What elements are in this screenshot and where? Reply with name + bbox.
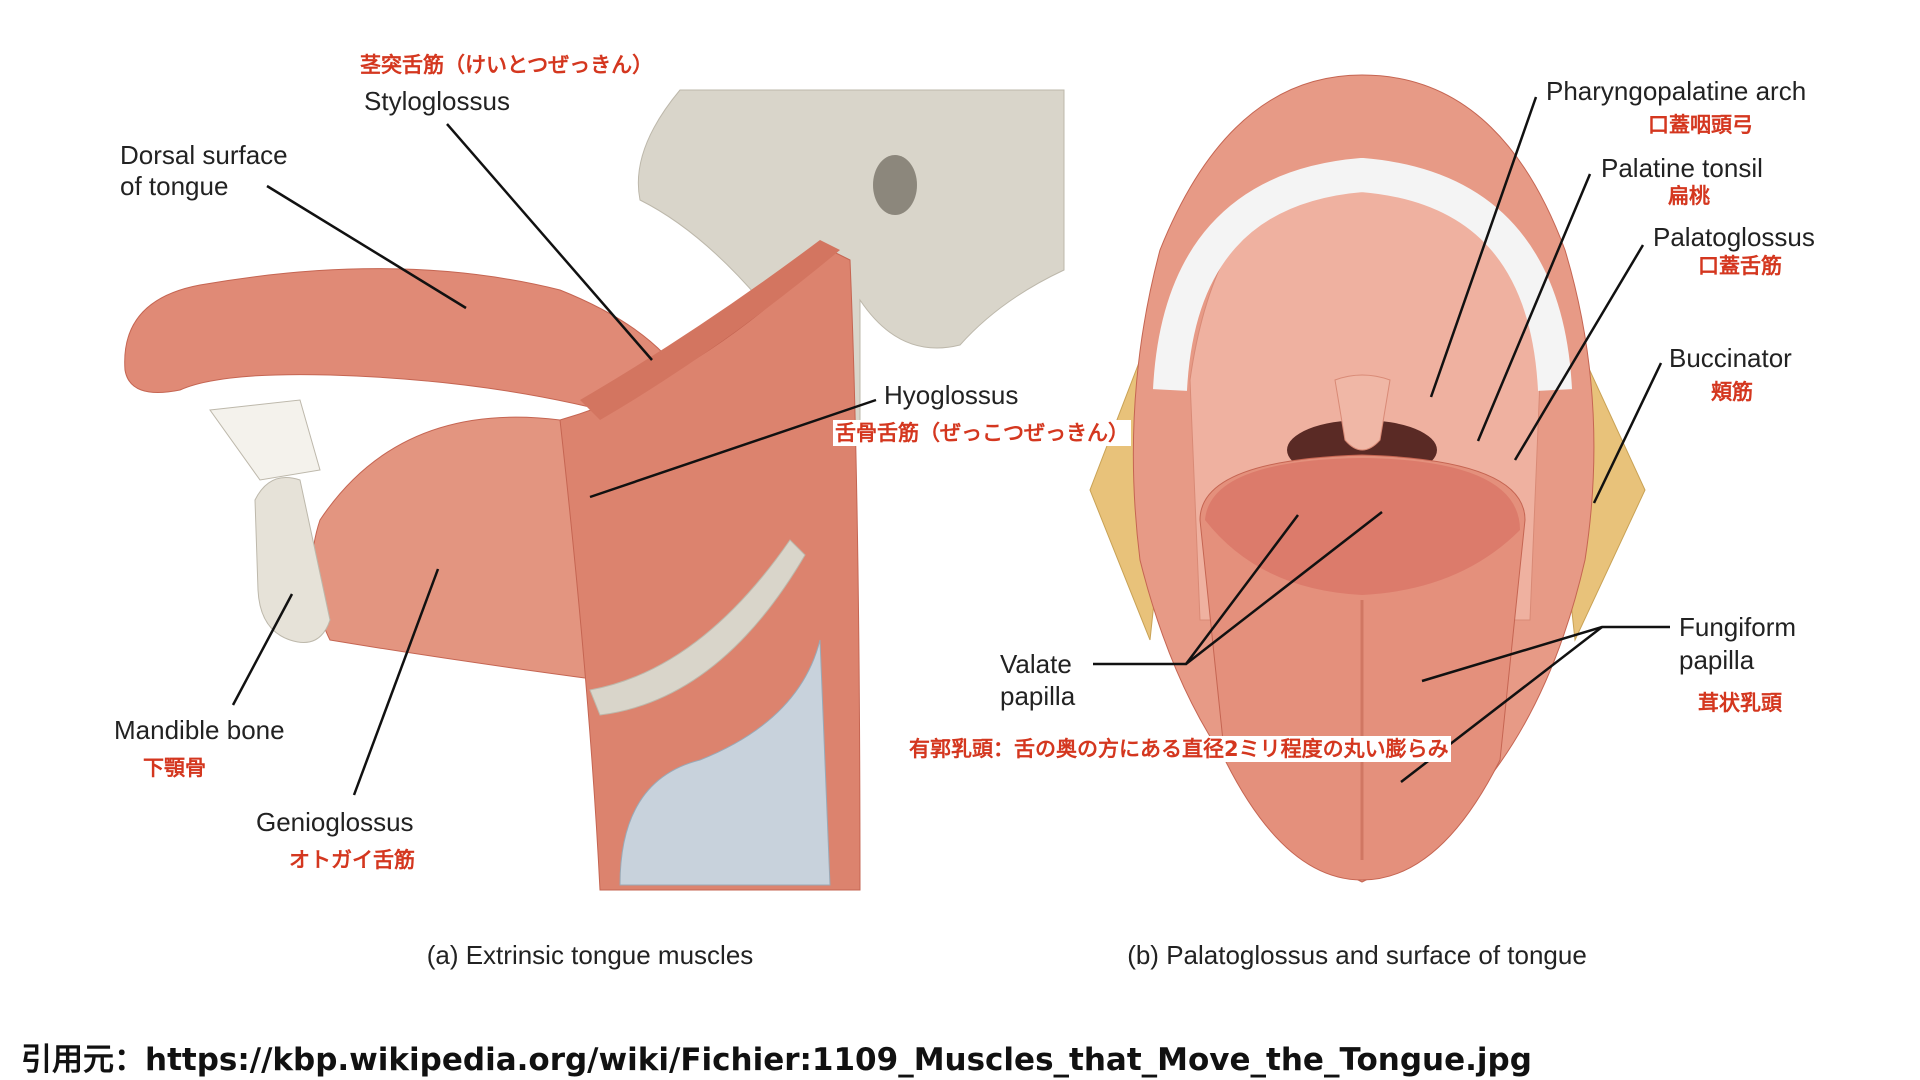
leader-lines <box>231 96 1670 796</box>
valate-papilla-label-line1: Valate <box>1000 649 1072 679</box>
panel-a-caption: (a) Extrinsic tongue muscles <box>426 940 754 970</box>
palatoglossus-label: Palatoglossus <box>1653 222 1815 252</box>
buccinator-jp-label: 頬筋 <box>1711 380 1753 404</box>
upper-teeth <box>1153 157 1572 391</box>
mandible <box>254 477 331 643</box>
palatine-tonsil-jp-label: 扁桃 <box>1668 184 1710 208</box>
ear-canal <box>873 155 917 215</box>
pharyngopalatine-arch-label: Pharyngopalatine arch <box>1546 76 1807 106</box>
palatoglossus-jp-label: 口蓋舌筋 <box>1698 254 1782 278</box>
citation-text: 引用元：https://kbp.wikipedia.org/wiki/Fichi… <box>21 1042 1532 1078</box>
larynx-cartilage <box>619 639 831 886</box>
buccinator-label: Buccinator <box>1669 343 1792 373</box>
valate-papilla-label-line2: papilla <box>1000 681 1076 711</box>
mouth-illustration <box>1089 74 1646 883</box>
fungiform-papilla-jp-label: 茸状乳頭 <box>1698 691 1782 715</box>
extrinsic-muscles-illustration <box>124 89 1065 891</box>
dorsal-surface-label-line2: of tongue <box>120 171 229 201</box>
dorsal-surface-label-line1: Dorsal surface <box>120 140 288 170</box>
styloglossus-jp-label: 茎突舌筋（けいとつぜっきん） <box>360 53 654 77</box>
hyoid-bone <box>589 539 806 716</box>
styloglossus-muscle <box>580 240 840 420</box>
genioglossus-jp-label: オトガイ舌筋 <box>289 848 415 872</box>
hyoglossus-jp-label: 舌骨舌筋（ぜっこつぜっきん） <box>833 420 1131 446</box>
hyoglossus-label: Hyoglossus <box>884 380 1019 410</box>
teeth <box>209 399 321 481</box>
palatine-tonsil-label: Palatine tonsil <box>1601 153 1763 183</box>
mandible-jp-label: 下顎骨 <box>143 756 206 780</box>
fungiform-papilla-label-line2: papilla <box>1679 645 1755 675</box>
valate-papilla-jp-label: 有郭乳頭：舌の奥の方にある直径2ミリ程度の丸い膨らみ <box>907 736 1451 762</box>
panel-b-caption: (b) Palatoglossus and surface of tongue <box>1127 940 1587 970</box>
pharyngopalatine-arch-jp-label: 口蓋咽頭弓 <box>1648 113 1753 137</box>
uvula <box>1334 374 1391 451</box>
genioglossus-label: Genioglossus <box>256 807 414 837</box>
styloglossus-label: Styloglossus <box>364 86 510 116</box>
fungiform-papilla-label-line1: Fungiform <box>1679 612 1797 642</box>
mandible-label: Mandible bone <box>114 715 285 745</box>
